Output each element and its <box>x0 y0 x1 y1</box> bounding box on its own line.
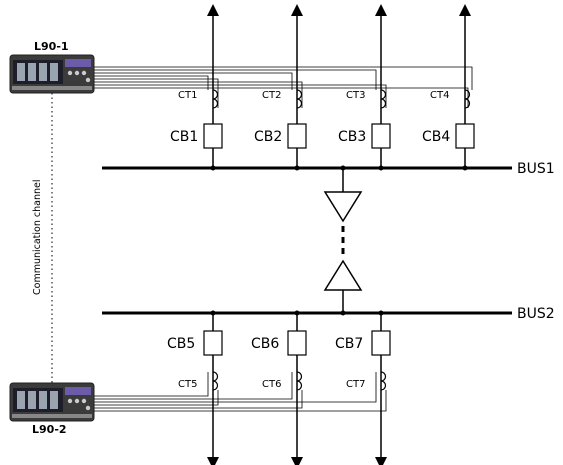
feeder-1: CT1 CB1 <box>170 3 223 171</box>
cb3-label: CB3 <box>338 129 366 145</box>
cb5-label: CB5 <box>167 336 195 352</box>
transformer-triangle-up <box>323 259 363 291</box>
ct2-label: CT2 <box>262 90 281 101</box>
cb2-label: CB2 <box>254 129 282 145</box>
ct6-coil <box>296 371 303 391</box>
feeder-2: CT2 CB2 <box>254 3 307 171</box>
communication-channel-label: Communication channel <box>32 180 43 296</box>
transformer-triangle-down <box>323 191 363 223</box>
circuit-breaker-cb5 <box>203 330 223 356</box>
circuit-breaker-cb2 <box>287 123 307 149</box>
bus2-label: BUS2 <box>517 306 555 322</box>
relay-device-icon <box>9 54 95 94</box>
relay-device-icon <box>9 382 95 422</box>
ct-wiring-top <box>94 66 473 108</box>
ct4-label: CT4 <box>430 90 449 101</box>
feeder-7: CT7 CB7 <box>335 310 391 465</box>
circuit-breaker-cb3 <box>371 123 391 149</box>
ct5-label: CT5 <box>178 379 197 390</box>
relay-2-label: L90-2 <box>32 423 67 436</box>
cb6-label: CB6 <box>251 336 279 352</box>
relay-1-label: L90-1 <box>34 40 69 53</box>
bus-tie-link <box>323 165 363 316</box>
ct4-coil <box>464 89 471 109</box>
relay-l90-1[interactable]: L90-1 <box>9 40 95 94</box>
feeder-4: CT4 CB4 <box>422 3 475 171</box>
circuit-breaker-cb4 <box>455 123 475 149</box>
ct3-label: CT3 <box>346 90 365 101</box>
bus1-label: BUS1 <box>517 161 555 177</box>
ct6-label: CT6 <box>262 379 281 390</box>
ct7-coil <box>380 371 387 391</box>
ct7-label: CT7 <box>346 379 365 390</box>
feeder-3: CT3 CB3 <box>338 3 391 171</box>
cb4-label: CB4 <box>422 129 450 145</box>
ct1-coil <box>212 89 219 109</box>
circuit-breaker-cb1 <box>203 123 223 149</box>
ct-wiring-bottom <box>94 372 387 412</box>
ct5-coil <box>212 371 219 391</box>
relay-l90-2[interactable]: L90-2 <box>9 382 95 436</box>
feeder-6: CT6 CB6 <box>251 310 307 465</box>
feeder-5: CT5 CB5 <box>167 310 223 465</box>
ct2-coil <box>296 89 303 109</box>
circuit-breaker-cb6 <box>287 330 307 356</box>
cb1-label: CB1 <box>170 129 198 145</box>
ct3-coil <box>380 89 387 109</box>
circuit-breaker-cb7 <box>371 330 391 356</box>
cb7-label: CB7 <box>335 336 363 352</box>
ct1-label: CT1 <box>178 90 197 101</box>
